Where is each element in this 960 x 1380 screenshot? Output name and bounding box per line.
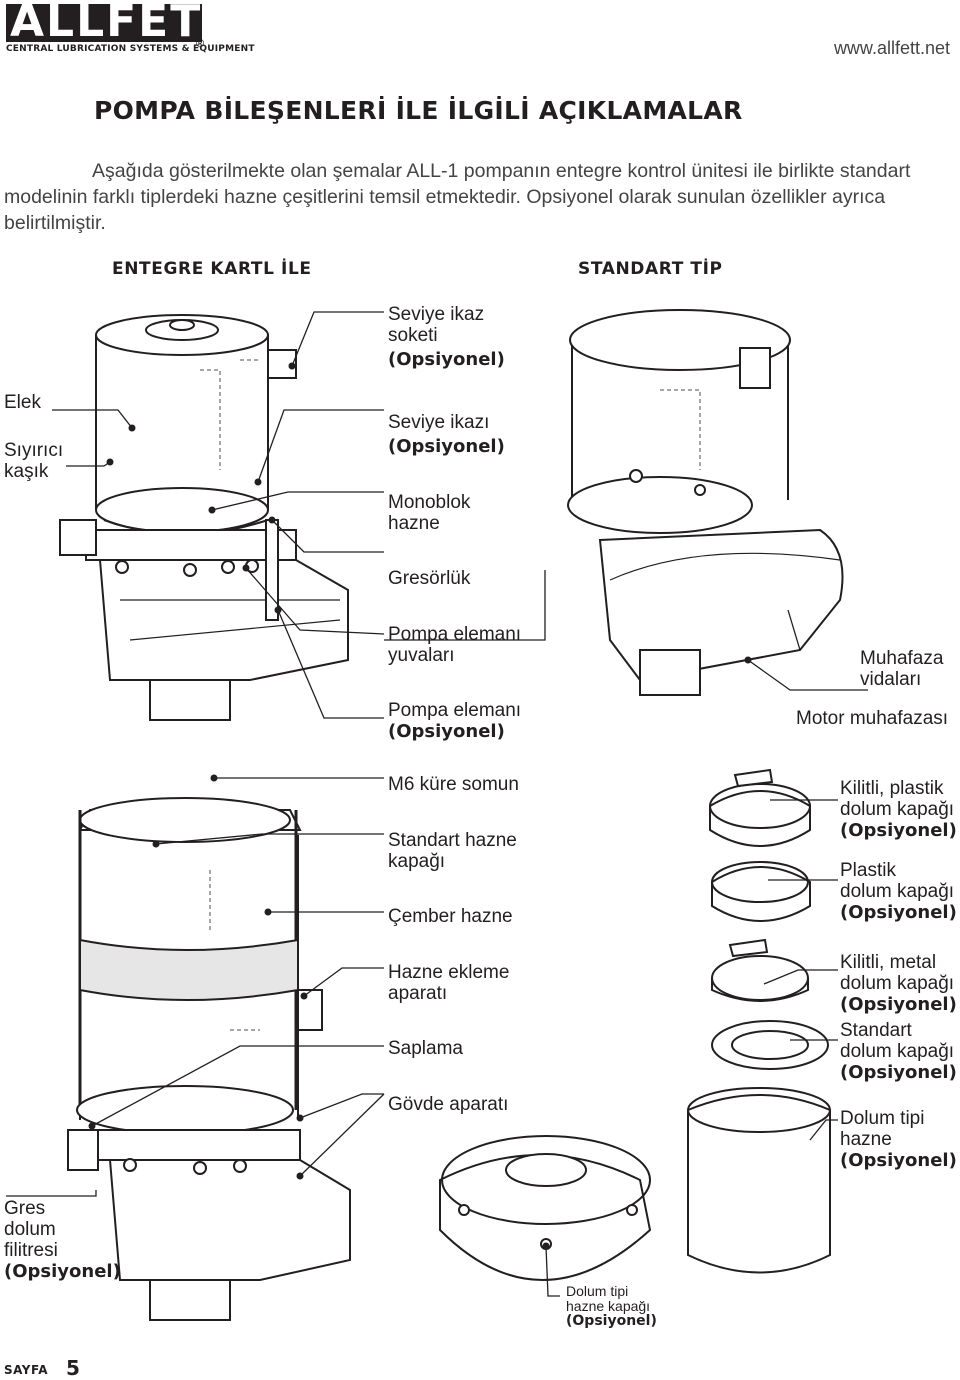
label-motor-muhafazasi: Motor muhafazası — [796, 708, 949, 729]
logo-text: ALLFETT — [10, 0, 236, 47]
label-kilitli-plastik-line2: dolum kapağı — [840, 799, 955, 820]
label-siyirici-line2: kaşık — [4, 461, 49, 482]
pump-integrated-drawing — [59, 314, 349, 721]
label-gres-dolum-filitresi: Gres dolum filitresi (Opsiyonel) — [4, 1198, 121, 1282]
label-gres-line2: dolum — [4, 1219, 56, 1240]
label-dolum-tipi-line1: Dolum tipi — [840, 1108, 925, 1129]
logo-subtitle: CENTRAL LUBRICATION SYSTEMS & EQUIPMENT — [6, 44, 255, 54]
page-number: 5 — [66, 1356, 80, 1380]
page-label: SAYFA — [4, 1363, 49, 1377]
label-seviye-soketi-line1: Seviye ikaz — [388, 304, 485, 325]
label-dolum-tipi-line2: hazne — [840, 1129, 892, 1150]
label-seviye-ikazi-opt: (Opsiyonel) — [388, 436, 505, 457]
section-heading-integrated: ENTEGRE KARTL İLE — [112, 259, 312, 279]
label-dolum-tipi-hazne: Dolum tipi hazne (Opsiyonel) — [840, 1108, 957, 1171]
label-govde-aparati: Gövde aparatı — [388, 1094, 509, 1115]
website-url: www.allfett.net — [833, 38, 950, 58]
label-dolum-kapak-line2: hazne kapağı — [566, 1298, 651, 1314]
label-standart-hazne-kapagi: Standart hazne kapağı — [388, 830, 517, 872]
label-pompa-yuvalari-line2: yuvaları — [388, 645, 455, 666]
intro-line-2: modelinin farklı tiplerdeki hazne çeşitl… — [4, 186, 886, 208]
label-gres-line1: Gres — [4, 1198, 46, 1219]
fill-cover-drawing — [439, 1135, 652, 1281]
caps-drawing — [687, 768, 831, 1274]
label-dolum-kapak-line1: Dolum tipi — [566, 1283, 629, 1299]
label-kilitli-plastik-opt: (Opsiyonel) — [840, 820, 957, 841]
label-monoblok-line2: hazne — [388, 513, 440, 534]
label-seviye-soketi: Seviye ikaz soketi (Opsiyonel) — [388, 304, 505, 370]
label-seviye-ikazi: Seviye ikazı (Opsiyonel) — [388, 412, 505, 457]
section-heading-standard: STANDART TİP — [578, 259, 723, 279]
label-kilitli-plastik: Kilitli, plastik dolum kapağı (Opsiyonel… — [840, 778, 957, 841]
label-plastik-line1: Plastik — [840, 860, 896, 881]
leader-dots-bottom — [88, 774, 550, 1250]
registered-mark: ® — [196, 38, 205, 50]
label-pompa-yuvalari: Pompa elemanı yuvaları — [388, 624, 521, 666]
label-gres-opt: (Opsiyonel) — [4, 1261, 121, 1282]
label-dolum-kapak-opt: (Opsiyonel) — [566, 1313, 657, 1329]
label-cember-hazne: Çember hazne — [388, 906, 513, 927]
label-siyirici-kasik: Sıyırıcı kaşık — [4, 440, 63, 482]
label-kilitli-plastik-line1: Kilitli, plastik — [840, 778, 944, 799]
label-seviye-soketi-opt: (Opsiyonel) — [388, 349, 505, 370]
label-plastik-opt: (Opsiyonel) — [840, 902, 957, 923]
label-seviye-ikazi-line1: Seviye ikazı — [388, 412, 490, 433]
leader-lines-top — [52, 311, 868, 719]
label-elek: Elek — [4, 392, 41, 413]
label-kilitli-metal-opt: (Opsiyonel) — [840, 994, 957, 1015]
leader-lines-bottom — [6, 777, 838, 1297]
label-muhafaza-line2: vidaları — [860, 669, 922, 690]
label-dolum-tipi-opt: (Opsiyonel) — [840, 1150, 957, 1171]
label-standart-dolum-line1: Standart — [840, 1020, 912, 1041]
label-standart-dolum-line2: dolum kapağı — [840, 1041, 955, 1062]
label-hazne-ekleme: Hazne ekleme aparatı — [388, 962, 509, 1004]
label-dolum-tipi-hazne-kapagi: Dolum tipi hazne kapağı (Opsiyonel) — [566, 1284, 657, 1329]
intro-line-1: Aşağıda gösterilmekte olan şemalar ALL-1… — [92, 160, 911, 182]
label-kilitli-metal: Kilitli, metal dolum kapağı (Opsiyonel) — [840, 952, 957, 1015]
label-std-kapak-line1: Standart hazne — [388, 830, 517, 851]
label-kilitli-metal-line1: Kilitli, metal — [840, 952, 937, 973]
label-ekleme-line2: aparatı — [388, 983, 448, 1004]
label-pompa-yuvalari-line1: Pompa elemanı — [388, 624, 522, 645]
label-pompa-elemani-opt: (Opsiyonel) — [388, 721, 505, 742]
label-kilitli-metal-line2: dolum kapağı — [840, 973, 955, 994]
label-seviye-soketi-line2: soketi — [388, 325, 438, 346]
pump-cember-drawing — [67, 797, 351, 1321]
label-standart-dolum: Standart dolum kapağı (Opsiyonel) — [840, 1020, 957, 1083]
label-plastik: Plastik dolum kapağı (Opsiyonel) — [840, 860, 957, 923]
label-monoblok-hazne: Monoblok hazne — [388, 492, 470, 534]
label-monoblok-line1: Monoblok — [388, 492, 471, 513]
label-pompa-elemani: Pompa elemanı (Opsiyonel) — [388, 700, 521, 742]
label-plastik-line2: dolum kapağı — [840, 881, 955, 902]
label-ekleme-line1: Hazne ekleme — [388, 962, 510, 983]
logo — [6, 4, 202, 42]
label-muhafaza-line1: Muhafaza — [860, 648, 944, 669]
intro-paragraph: Aşağıda gösterilmekte olan şemalar ALL-1… — [4, 158, 954, 236]
leader-dots-top — [106, 362, 752, 664]
label-saplama: Saplama — [388, 1038, 463, 1059]
label-muhafaza-vidalari: Muhafaza vidaları — [860, 648, 943, 690]
label-gres-line3: filitresi — [4, 1240, 58, 1261]
intro-line-3: belirtilmiştir. — [4, 212, 106, 234]
label-gresorluk: Gresörlük — [388, 568, 471, 589]
label-pompa-elemani-line1: Pompa elemanı — [388, 700, 522, 721]
label-m6-somun: M6 küre somun — [388, 774, 519, 795]
label-siyirici-line1: Sıyırıcı — [4, 440, 64, 461]
label-standart-dolum-opt: (Opsiyonel) — [840, 1062, 957, 1083]
label-std-kapak-line2: kapağı — [388, 851, 446, 872]
page-title: POMPA BİLEŞENLERİ İLE İLGİLİ AÇIKLAMALAR — [94, 96, 743, 125]
pump-standard-drawing — [567, 309, 844, 696]
